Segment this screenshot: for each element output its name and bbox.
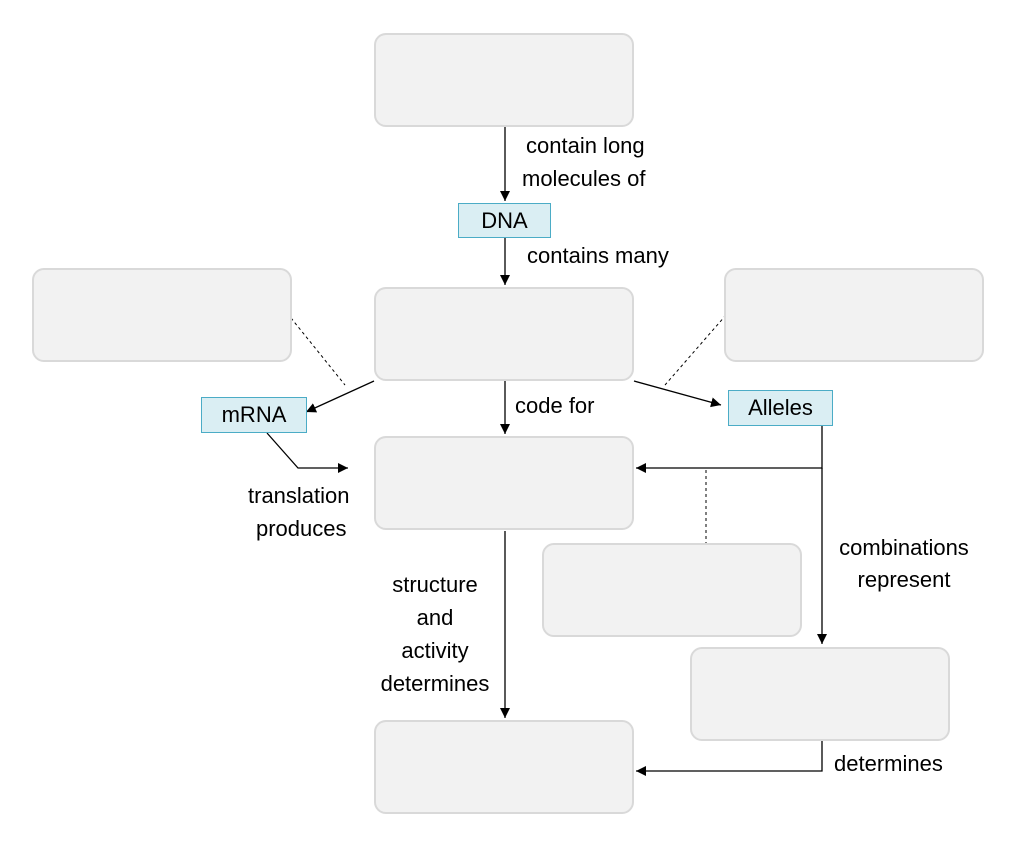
link-label-contains-many: contains many: [527, 243, 669, 268]
link-label-translation: translation: [248, 483, 350, 508]
blank-box-lower-right[interactable]: [690, 647, 950, 741]
link-label-determines-2: determines: [834, 751, 943, 776]
term-mrna: mRNA: [201, 397, 307, 433]
arrow-alleles-to-middle: [636, 426, 823, 473]
blank-box-bottom[interactable]: [374, 720, 634, 814]
link-label-represent: represent: [857, 567, 951, 592]
link-label-determines: determines: [380, 671, 490, 696]
link-label-contain-long: contain long: [526, 133, 645, 158]
link-label-structure: structure: [392, 572, 478, 597]
blank-box-top[interactable]: [374, 33, 634, 127]
term-dna: DNA: [458, 203, 551, 238]
link-label-molecules-of: molecules of: [522, 166, 646, 191]
blank-box-lower-middle[interactable]: [542, 543, 802, 637]
blank-box-middle[interactable]: [374, 436, 634, 530]
dotted-link-left-upper: [290, 317, 346, 386]
blank-box-right-upper[interactable]: [724, 268, 984, 362]
arrow-mrna-to-middle: [266, 432, 348, 473]
blank-box-center[interactable]: [374, 287, 634, 381]
link-label-and: and: [416, 605, 454, 630]
arrow-center-to-mrna: [305, 380, 375, 413]
dotted-link-right-upper: [664, 314, 727, 386]
link-label-combinations: combinations: [839, 535, 969, 560]
link-label-activity: activity: [401, 638, 469, 663]
link-label-produces: produces: [256, 516, 347, 541]
arrow-center-to-alleles: [633, 380, 722, 408]
term-alleles: Alleles: [728, 390, 833, 426]
blank-box-left-upper[interactable]: [32, 268, 292, 362]
arrow-lower-right-to-bottom: [636, 741, 823, 776]
link-label-code-for: code for: [515, 393, 595, 418]
